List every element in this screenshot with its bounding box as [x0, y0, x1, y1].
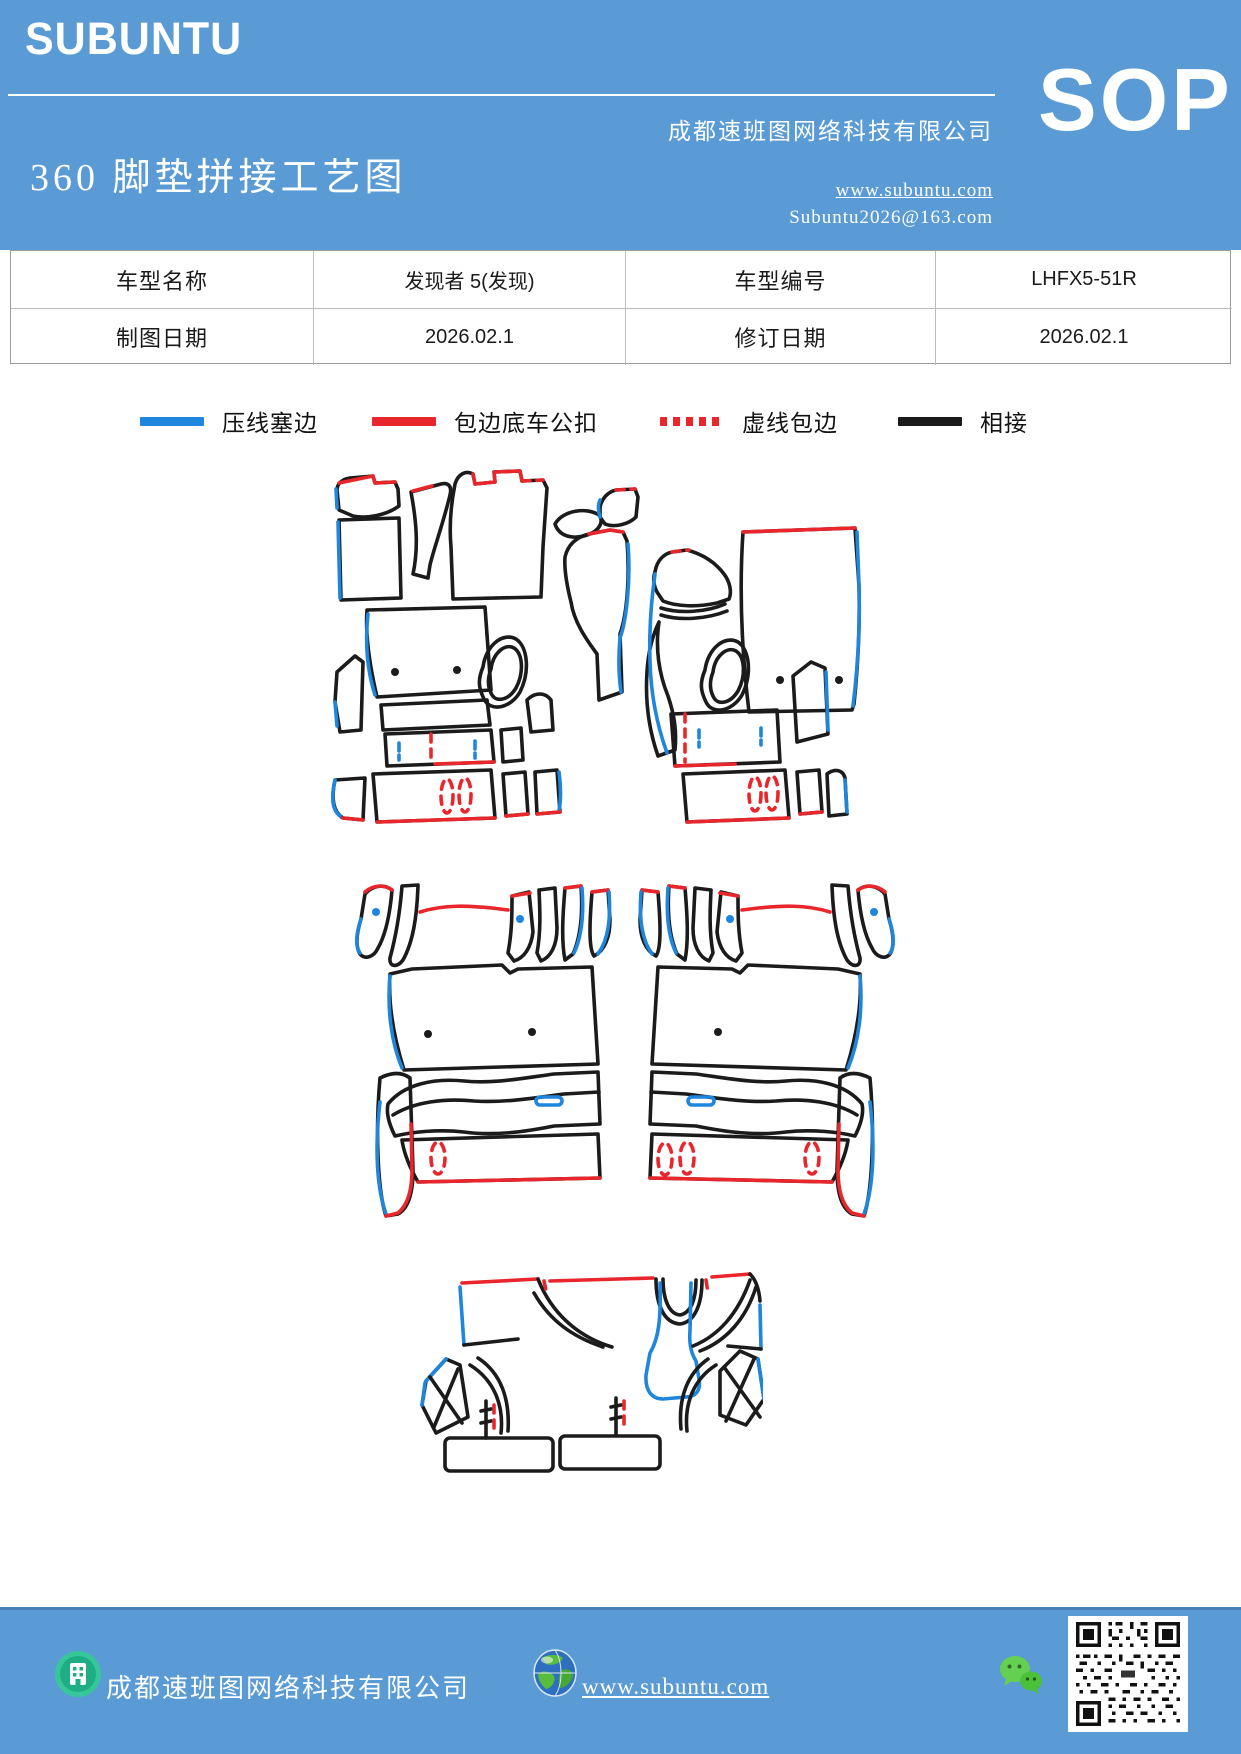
page-title: 360 脚垫拼接工艺图: [30, 157, 407, 199]
legend-label: 压线塞边: [222, 411, 318, 436]
wechat-icon: [1000, 1656, 1042, 1694]
footer-band: 成都速班图网络科技有限公司 www.subuntu.com: [0, 1607, 1241, 1754]
blue-line-swatch: [140, 416, 204, 426]
footer-company-name: 成都速班图网络科技有限公司: [106, 1674, 471, 1703]
line-type-legend: 压线塞边 包边底车公扣 虚线包边 相接: [0, 402, 1241, 440]
legend-item-dashed-binding: 虚线包边: [660, 402, 838, 440]
model-code-label: 车型编号: [626, 251, 936, 309]
rear-mats-pattern-diagram: [354, 883, 896, 1218]
legend-label: 虚线包边: [742, 411, 838, 436]
legend-item-binding-buckle: 包边底车公扣: [372, 402, 598, 440]
red-dotted-swatch: [660, 416, 724, 426]
qr-code: [1068, 1616, 1188, 1732]
footer-website-link[interactable]: www.subuntu.com: [582, 1674, 770, 1699]
sop-badge: SOP: [1038, 50, 1233, 149]
vehicle-info-table: 车型名称 发现者 5(发现) 车型编号 LHFX5-51R 制图日期 2026.…: [10, 250, 1232, 365]
legend-label: 包边底车公扣: [454, 411, 598, 436]
front-mats-pattern-diagram: [330, 469, 862, 824]
model-code-value: LHFX5-51R: [936, 251, 1232, 309]
globe-icon: [533, 1649, 577, 1697]
red-line-swatch: [372, 416, 436, 426]
vehicle-name-value: 发现者 5(发现): [314, 251, 626, 309]
header-email: Subuntu2026@163.com: [789, 207, 993, 228]
header-band: SUBUNTU 360 脚垫拼接工艺图 成都速班图网络科技有限公司 www.su…: [0, 0, 1241, 250]
building-icon: [55, 1651, 101, 1697]
header-divider-line: [8, 94, 995, 96]
revision-date-value: 2026.02.1: [1039, 325, 1129, 348]
header-website-link[interactable]: www.subuntu.com: [835, 180, 993, 201]
revision-date-label: 修订日期: [626, 309, 936, 365]
vehicle-name-label: 车型名称: [11, 251, 314, 309]
header-company-name: 成都速班图网络科技有限公司: [668, 119, 993, 144]
legend-item-press-edge: 压线塞边: [140, 402, 318, 440]
draw-date-value: 2026.02.1: [314, 309, 626, 365]
legend-item-joint: 相接: [898, 402, 1028, 440]
black-line-swatch: [898, 416, 962, 426]
draw-date-label: 制图日期: [11, 309, 314, 365]
legend-label: 相接: [980, 411, 1028, 436]
trunk-mat-pattern-diagram: [420, 1272, 763, 1473]
brand-logo: SUBUNTU: [25, 14, 243, 65]
